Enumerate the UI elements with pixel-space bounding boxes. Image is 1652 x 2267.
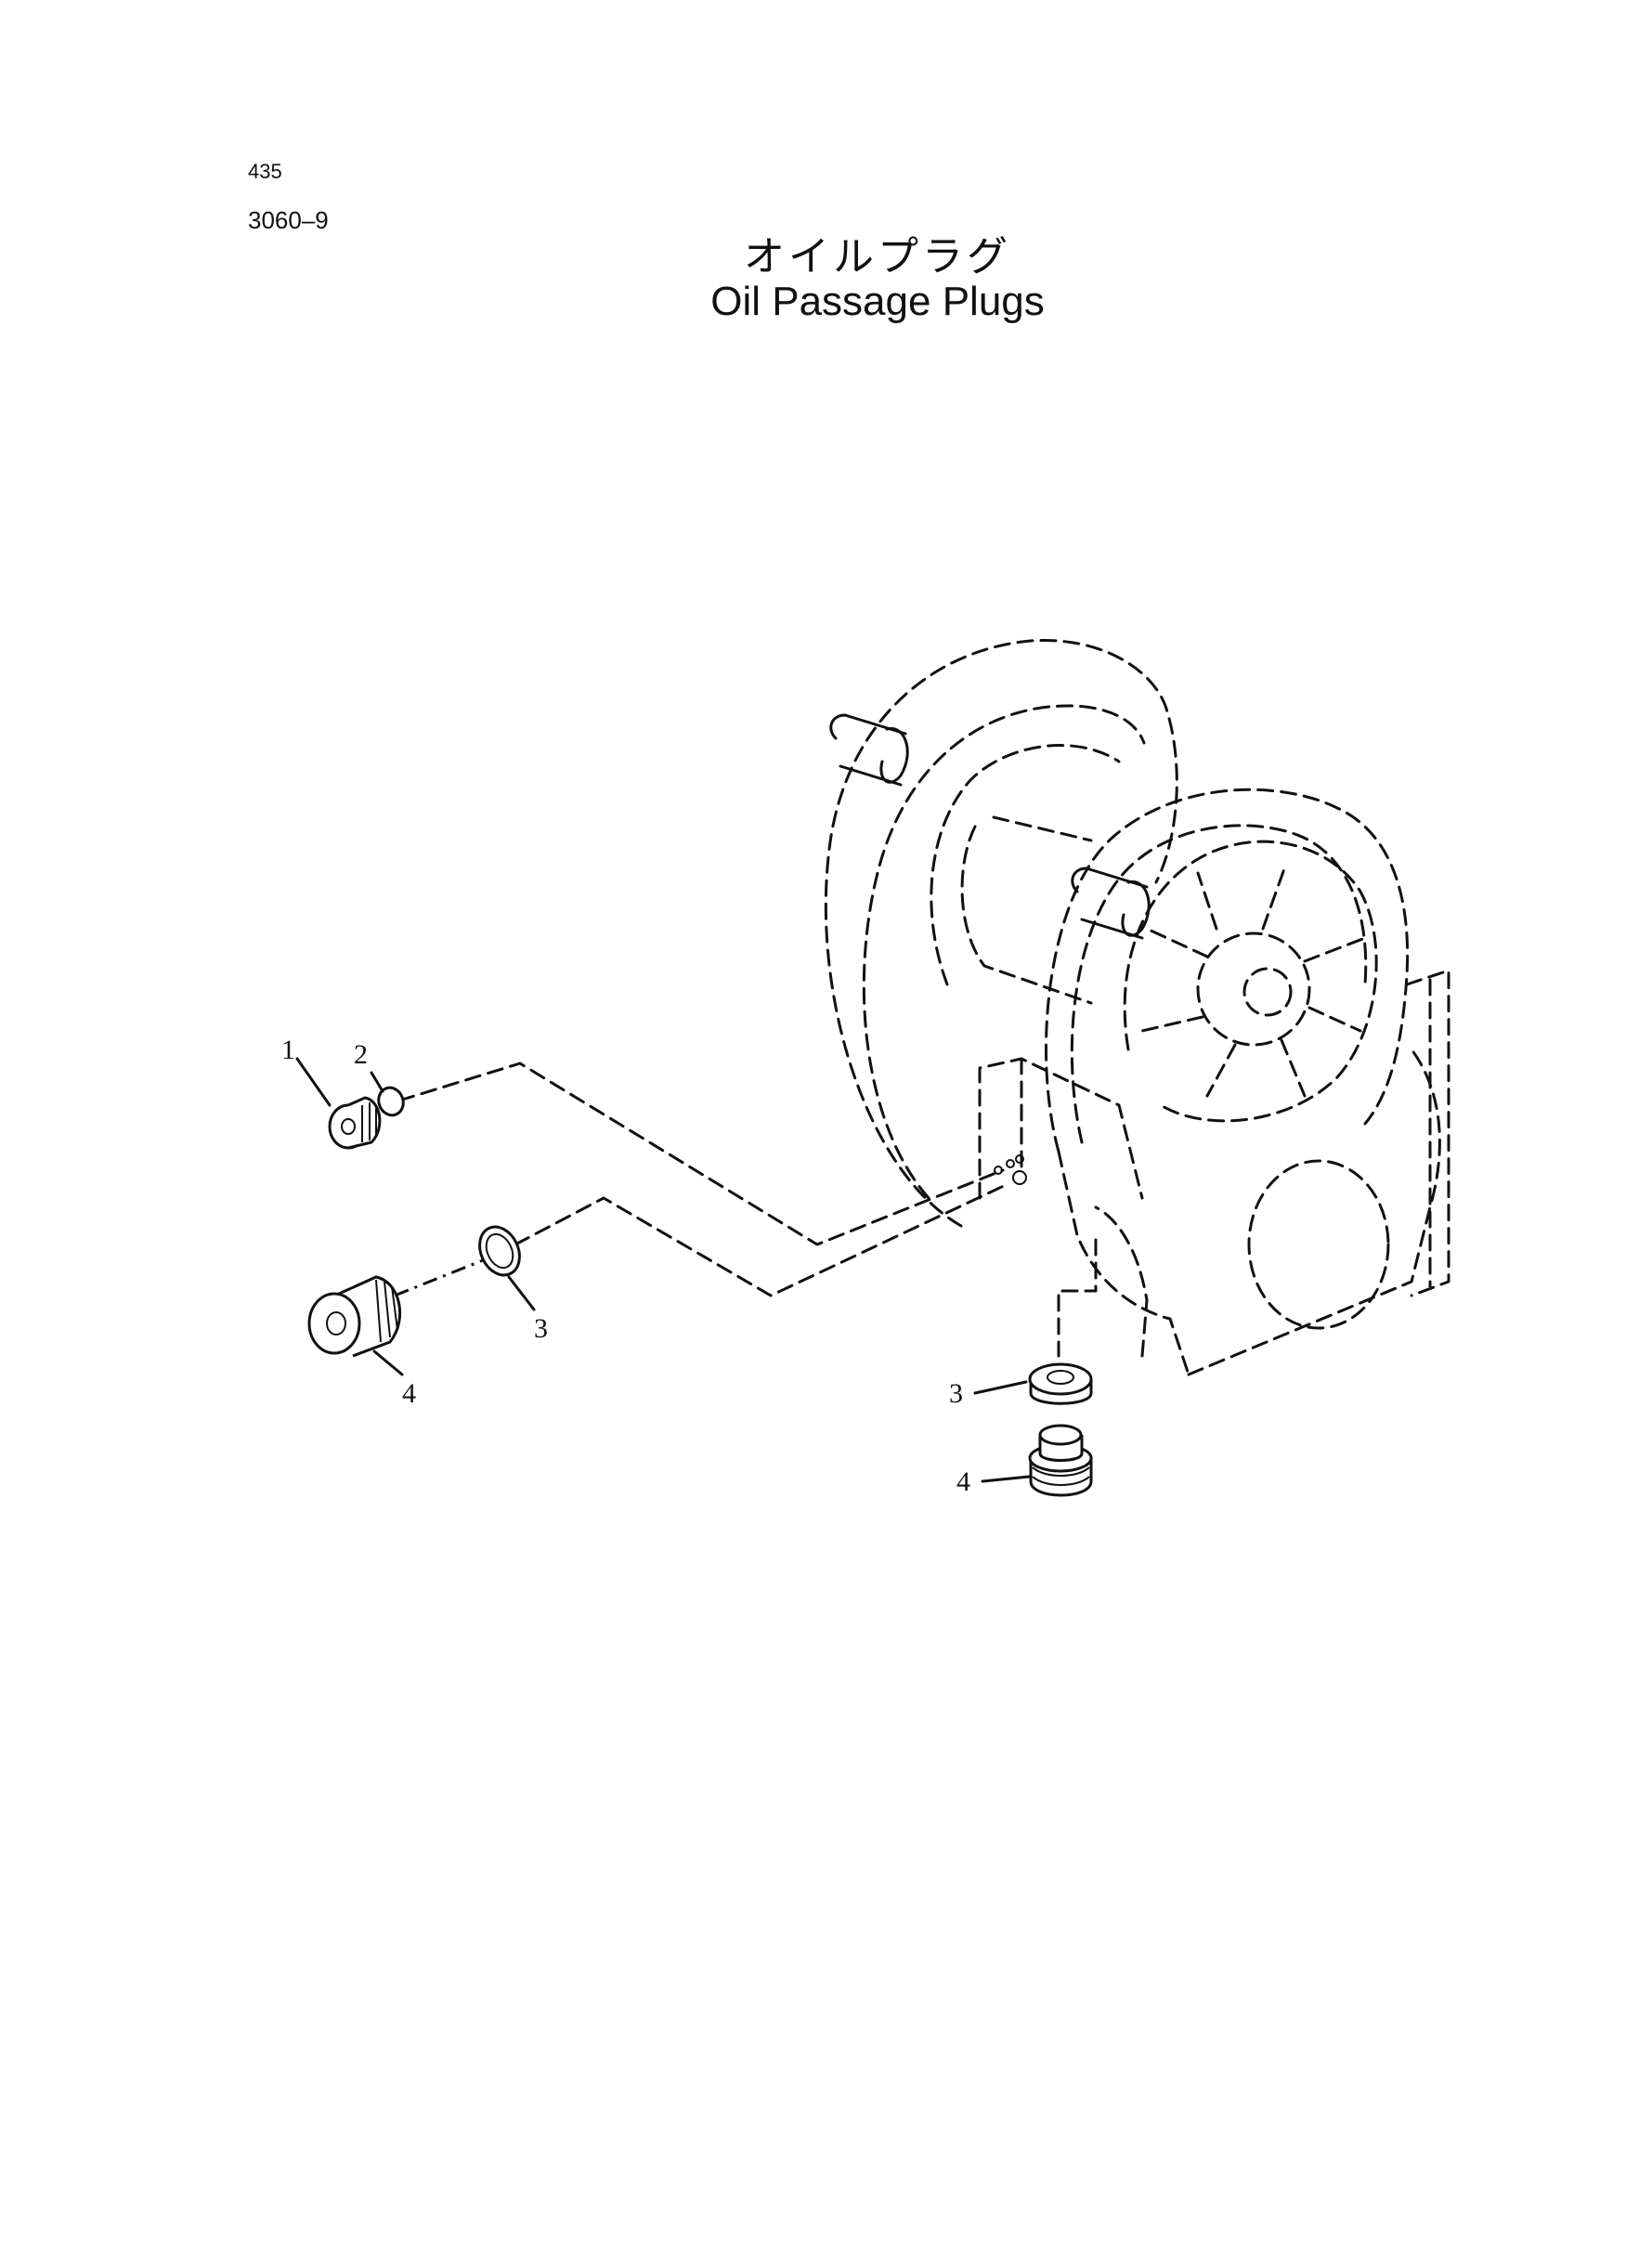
part-3-gasket-lower bbox=[1028, 1362, 1093, 1405]
callout-4-left: 4 bbox=[402, 1378, 416, 1409]
part-4-large-plug-left bbox=[307, 1275, 402, 1358]
callout-2: 2 bbox=[354, 1039, 368, 1070]
part-4-plug-lower bbox=[1028, 1424, 1093, 1497]
assembly-lines bbox=[394, 1062, 1098, 1358]
callout-3-lower: 3 bbox=[949, 1378, 963, 1409]
title-english: Oil Passage Plugs bbox=[710, 279, 1045, 324]
part-1-small-plug bbox=[328, 1096, 382, 1150]
callout-3-left: 3 bbox=[534, 1313, 548, 1344]
title-japanese: オイルプラグ bbox=[744, 233, 1011, 280]
part-3-gasket-left bbox=[478, 1225, 521, 1277]
callout-1: 1 bbox=[281, 1035, 295, 1065]
gear-housing-phantom bbox=[824, 639, 1450, 1376]
part-2-o-ring bbox=[377, 1086, 405, 1117]
figure-number: 3060–9 bbox=[248, 206, 329, 234]
page-number: 435 bbox=[248, 160, 282, 183]
callout-4-lower: 4 bbox=[956, 1466, 970, 1497]
leader-lines bbox=[295, 1057, 1031, 1483]
